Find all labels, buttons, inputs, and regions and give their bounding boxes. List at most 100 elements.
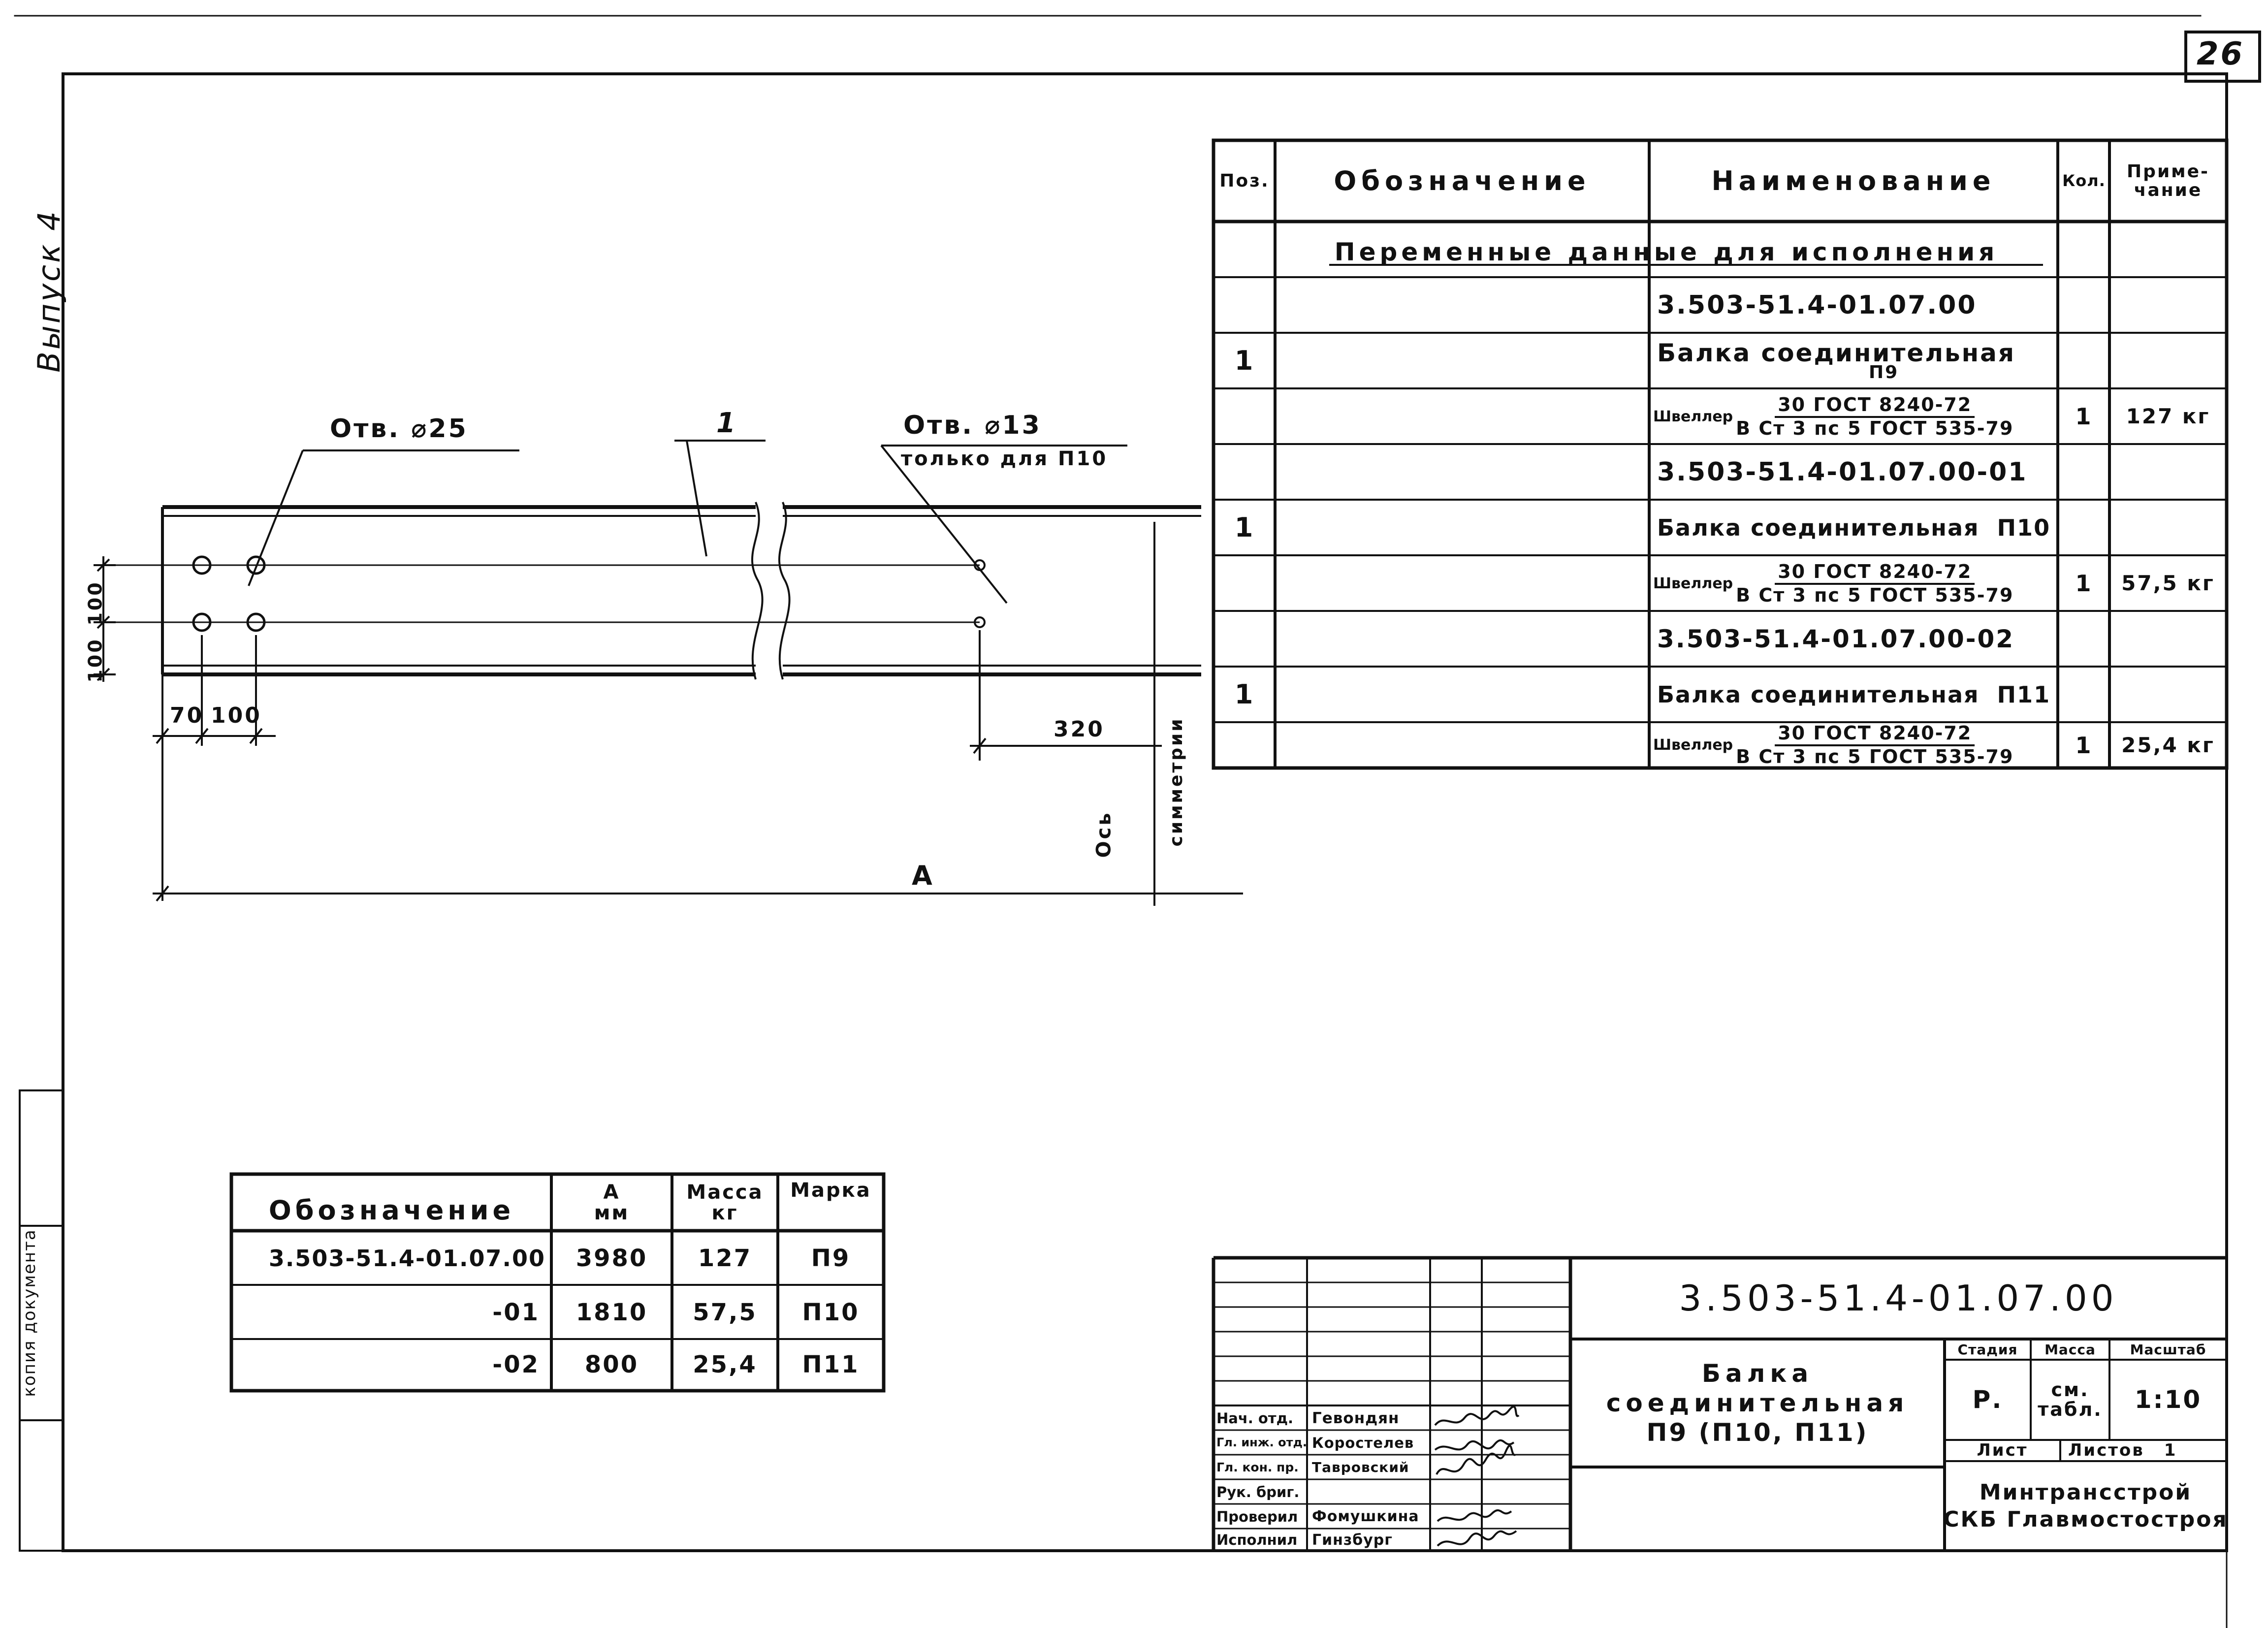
margin-text: копия документа: [20, 1229, 39, 1397]
spec-row-pos: 1: [1234, 679, 1255, 710]
variants-row-designation: 3.503-51.4-01.07.00: [268, 1245, 545, 1272]
variants-header-a: А мм: [552, 1176, 671, 1230]
variants-header-designation: Обозначение: [268, 1195, 515, 1226]
variants-row-mark: П9: [811, 1244, 851, 1272]
symmetry-axis-label-1: Ось: [1092, 811, 1116, 858]
dim-320: 320: [1054, 717, 1105, 742]
spec-row-qty: 1: [2075, 570, 2093, 597]
mass-value: см. табл.: [2032, 1361, 2108, 1439]
stage-value: Р.: [1972, 1385, 2003, 1414]
spec-row-name: Балка соединительная П10: [1657, 514, 2051, 542]
spec-table-grid: [1212, 138, 2229, 770]
spec-row-material: Швеллер 30 ГОСТ 8240-72 В Ст 3 пс 5 ГОСТ…: [1650, 556, 2057, 611]
spec-header-designation: Обозначение: [1334, 165, 1591, 196]
staff-name: Коростелев: [1312, 1434, 1414, 1451]
mass-value-line1: см.: [2051, 1378, 2089, 1401]
organization-ministry: Минтрансстрой: [1979, 1480, 2192, 1505]
staff-name: [1308, 1480, 1429, 1504]
organization-bureau: СКБ Главмостостроя: [1946, 1507, 2226, 1532]
spec-row-pos: 1: [1234, 512, 1255, 543]
mass-label: Масса: [2044, 1341, 2096, 1358]
staff-name: Фомушкина: [1312, 1508, 1419, 1526]
stage-label: Стадия: [1957, 1341, 2018, 1358]
staff-name: Тавровский: [1312, 1459, 1409, 1476]
organization: Минтрансстрой СКБ Главмостостроя: [1946, 1462, 2226, 1550]
variants-header-mass-line1: Масса: [686, 1181, 764, 1204]
staff-role: Гл. инж. отд.: [1216, 1436, 1306, 1450]
title-block-grid: [1212, 1256, 2227, 1551]
material-prefix: Швеллер: [1653, 575, 1733, 592]
spec-row-name: 3.503-51.4-01.07.00: [1657, 290, 1977, 320]
variants-row-designation: -01: [492, 1298, 540, 1326]
staff-role: Исполнил: [1216, 1532, 1298, 1549]
staff-role: Рук. бриг.: [1216, 1483, 1300, 1500]
drawing-title-line3: П9 (П10, П11): [1646, 1418, 1869, 1447]
sheet-number: 26: [2197, 36, 2245, 72]
variants-row-mark: П10: [802, 1298, 860, 1326]
spec-row-name: Балка соединительная П9: [1650, 334, 2057, 388]
spec-row-material: Швеллер 30 ГОСТ 8240-72 В Ст 3 пс 5 ГОСТ…: [1650, 723, 2057, 767]
material-fraction: 30 ГОСТ 8240-72 В Ст 3 пс 5 ГОСТ 535-79: [1733, 562, 2016, 606]
material-prefix: Швеллер: [1653, 408, 1733, 425]
scale-value: 1:10: [2134, 1385, 2202, 1414]
spec-header-note-line2: чание: [2134, 180, 2203, 200]
material-steel: В Ст 3 пс 5 ГОСТ 535-79: [1736, 584, 2014, 606]
spec-row-name-sub: П9: [1869, 362, 1899, 383]
spec-row-name: 3.503-51.4-01.07.00-01: [1657, 457, 2028, 487]
variants-header-mass-line2: кг: [711, 1202, 738, 1224]
sheets-label-text: Листов: [2068, 1441, 2144, 1461]
variants-header-a-line2: мм: [594, 1202, 630, 1224]
sheet-number-box: [2184, 31, 2261, 83]
part-number-label: 1: [716, 407, 737, 439]
variants-header-mark: Марка: [790, 1179, 871, 1202]
spec-row-pos: 1: [1234, 345, 1255, 377]
scale-label: Масштаб: [2130, 1341, 2206, 1358]
material-steel: В Ст 3 пс 5 ГОСТ 535-79: [1736, 746, 2014, 767]
hole-right-label: Отв. ⌀13: [903, 411, 1042, 440]
spec-row-qty: 1: [2075, 403, 2093, 430]
spec-header-pos: Поз.: [1219, 171, 1270, 192]
dim-a: A: [912, 860, 934, 891]
hole-right-note: только для П10: [901, 447, 1108, 470]
staff-role: Проверил: [1216, 1508, 1298, 1525]
dim-100-horizontal: 100: [211, 703, 262, 728]
mass-value-line2: табл.: [2038, 1398, 2103, 1420]
spec-header-name: Наименование: [1711, 165, 1996, 196]
staff-name: Гевондян: [1312, 1409, 1400, 1427]
variants-row-a: 1810: [575, 1298, 648, 1326]
staff-name: Гинзбург: [1312, 1531, 1393, 1549]
variants-table-grid: [229, 1172, 886, 1393]
issue-side-label: Выпуск 4: [31, 209, 67, 373]
material-fraction: 30 ГОСТ 8240-72 В Ст 3 пс 5 ГОСТ 535-79: [1733, 395, 2016, 439]
drawing-title: Балка соединительная П9 (П10, П11): [1571, 1340, 1944, 1466]
material-prefix: Швеллер: [1653, 736, 1733, 754]
spec-row-note: 127 кг: [2126, 404, 2210, 429]
spec-row-note: 25,4 кг: [2121, 733, 2215, 757]
variants-row-designation: -02: [492, 1351, 540, 1379]
material-profile: 30 ГОСТ 8240-72: [1775, 562, 1975, 585]
signatures: [1434, 1405, 1520, 1547]
dim-100-top: 100: [84, 580, 106, 626]
spec-row-name: Балка соединительная П11: [1657, 681, 2051, 708]
drawing-title-line1: Балка: [1701, 1359, 1814, 1388]
dim-100-bottom: 100: [84, 638, 106, 683]
dim-70: 70: [170, 703, 204, 728]
spec-header-note-line1: Приме-: [2127, 161, 2209, 182]
sheets-label: Листов 1: [2061, 1441, 2226, 1461]
spec-row-note: 57,5 кг: [2121, 571, 2215, 596]
spec-header-note: Приме- чание: [2110, 142, 2226, 221]
variants-header-mass: Масса кг: [673, 1176, 777, 1230]
staff-role: Нач. отд.: [1216, 1409, 1294, 1427]
material-profile: 30 ГОСТ 8240-72: [1775, 395, 1975, 418]
material-fraction: 30 ГОСТ 8240-72 В Ст 3 пс 5 ГОСТ 535-79: [1733, 723, 2016, 767]
spec-row-name: 3.503-51.4-01.07.00-02: [1657, 625, 2015, 654]
variants-row-mass: 57,5: [693, 1298, 757, 1326]
hole-left-label: Отв. ⌀25: [330, 414, 468, 444]
spec-row-material: Швеллер 30 ГОСТ 8240-72 В Ст 3 пс 5 ГОСТ…: [1650, 389, 2057, 444]
variants-row-mass: 25,4: [693, 1351, 757, 1379]
spec-header-qty: Кол.: [2062, 171, 2106, 191]
drawing-title-line2: соединительная: [1606, 1389, 1909, 1417]
spec-row-name-text: Балка соединительная: [1657, 339, 2015, 368]
material-profile: 30 ГОСТ 8240-72: [1775, 723, 1975, 746]
